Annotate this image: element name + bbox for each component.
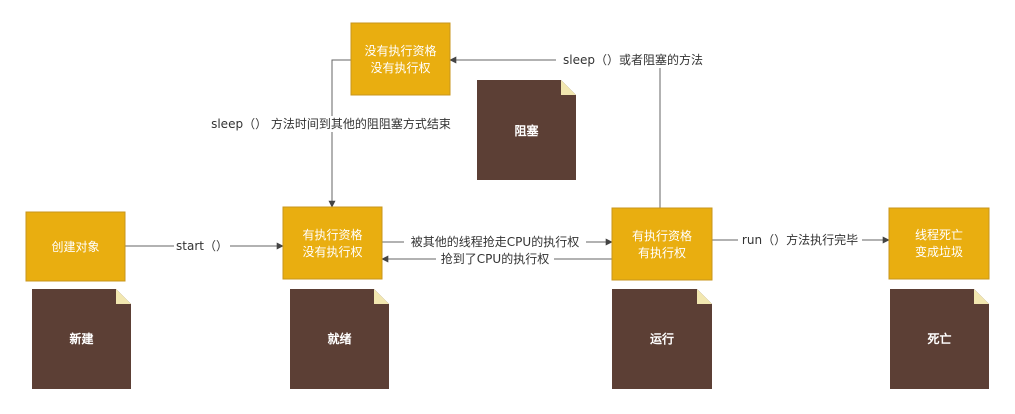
state-blocked-line1: 没有执行资格 xyxy=(364,43,436,58)
note-new-body xyxy=(32,289,131,389)
note-blocked: 阻塞 xyxy=(477,80,576,180)
edge-sleep-end-label-bg xyxy=(200,116,462,132)
state-running: 有执行资格 有执行权 xyxy=(611,207,713,281)
edge-preempted-label-bg xyxy=(404,234,586,250)
note-new-label: 新建 xyxy=(69,331,94,346)
edge-run-done-label-bg xyxy=(738,232,862,248)
note-ready-fold xyxy=(374,289,389,304)
state-create-line1: 创建对象 xyxy=(51,240,99,254)
state-create-box xyxy=(25,211,126,282)
state-ready-line1: 有执行资格 xyxy=(302,227,362,242)
state-blocked: 没有执行资格 没有执行权 xyxy=(350,22,451,96)
state-create: 创建对象 xyxy=(25,211,126,282)
state-dead-line2: 变成垃圾 xyxy=(915,244,963,259)
state-running-line1: 有执行资格 xyxy=(632,228,692,243)
note-running-fold xyxy=(697,289,712,304)
states: 创建对象 有执行资格 没有执行权 有执行资格 有执行权 线程死亡 变成垃圾 没有… xyxy=(25,22,990,282)
state-ready-box xyxy=(282,206,383,280)
note-running: 运行 xyxy=(612,289,712,389)
edge-got-cpu-label: 抢到了CPU的执行权 xyxy=(441,251,549,266)
note-dead-label: 死亡 xyxy=(927,331,951,346)
state-blocked-line2: 没有执行权 xyxy=(370,60,430,75)
note-ready-label: 就绪 xyxy=(327,331,351,346)
note-dead-fold xyxy=(974,289,989,304)
edge-labels: start（） 被其他的线程抢走CPU的执行权 抢到了CPU的执行权 run（）… xyxy=(174,52,862,267)
note-dead: 死亡 xyxy=(890,289,989,389)
edge-sleep-end-label: sleep（） 方法时间到其他的阻阻塞方式结束 xyxy=(211,116,451,131)
note-blocked-label: 阻塞 xyxy=(514,123,539,138)
edge-sleep-block-label: sleep（）或者阻塞的方法 xyxy=(563,52,703,67)
state-running-box xyxy=(611,207,713,281)
note-blocked-fold xyxy=(561,80,576,95)
note-ready-body xyxy=(290,289,389,389)
note-running-label: 运行 xyxy=(650,331,674,346)
note-blocked-body xyxy=(477,80,576,180)
note-new-fold xyxy=(116,289,131,304)
notes: 新建 就绪 运行 死亡 阻塞 xyxy=(32,80,989,389)
note-running-body xyxy=(612,289,712,389)
edge-run-done-label: run（）方法执行完毕 xyxy=(742,232,858,247)
state-ready-line2: 没有执行权 xyxy=(302,244,362,259)
edge-preempted-label: 被其他的线程抢走CPU的执行权 xyxy=(411,234,579,249)
edge-sleep-block-label-bg xyxy=(556,52,710,68)
state-dead-box xyxy=(888,207,990,280)
note-new: 新建 xyxy=(32,289,131,389)
state-blocked-box xyxy=(350,22,451,96)
state-dead-line1: 线程死亡 xyxy=(915,227,963,242)
state-dead: 线程死亡 变成垃圾 xyxy=(888,207,990,280)
state-ready: 有执行资格 没有执行权 xyxy=(282,206,383,280)
edge-start-label-bg xyxy=(174,238,230,254)
edge-got-cpu-label-bg xyxy=(436,251,554,267)
note-ready: 就绪 xyxy=(290,289,389,389)
note-dead-body xyxy=(890,289,989,389)
edge-start-label: start（） xyxy=(176,239,228,253)
edge-sleep-end xyxy=(328,59,351,208)
state-running-line2: 有执行权 xyxy=(638,246,686,260)
